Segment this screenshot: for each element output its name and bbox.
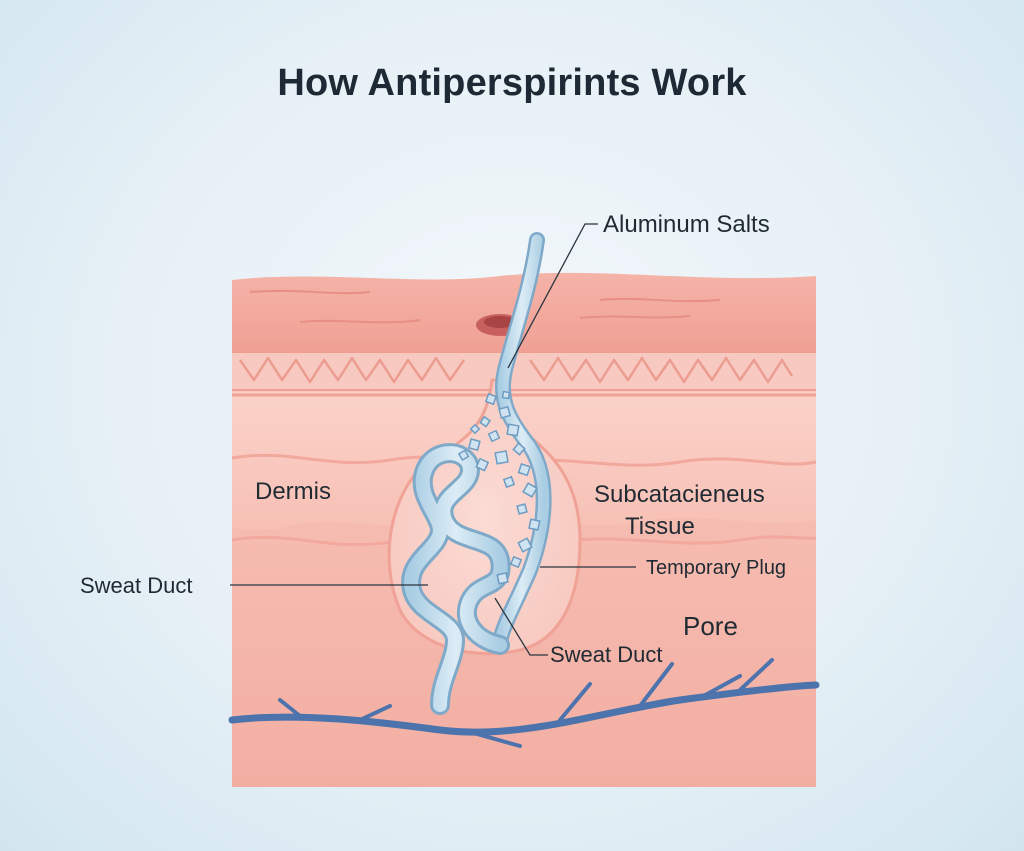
leader-lines [230,223,636,656]
leader-sweat-duct-bottom [494,597,548,656]
label-pore: Pore [683,611,738,641]
labels: Aluminum Salts Dermis Subcatacieneus Tis… [80,211,786,667]
aluminum-salt-crystals [457,390,541,585]
label-sweat-duct-bottom: Sweat Duct [550,642,663,667]
epidermis-cell-layer [232,351,816,392]
blood-vessel [228,658,820,748]
label-aluminum-salts: Aluminum Salts [603,211,770,238]
leader-aluminum-salts [507,223,598,369]
label-subcutaneous-line2: Tissue [625,513,695,540]
label-subcutaneous-line1: Subcatacieneus [594,481,765,508]
label-temporary-plug: Temporary Plug [646,557,786,579]
label-dermis: Dermis [255,478,331,505]
sweat-duct [401,232,552,715]
diagram-title: How Antiperspirints Work [277,62,747,104]
label-sweat-duct-left: Sweat Duct [80,573,193,598]
